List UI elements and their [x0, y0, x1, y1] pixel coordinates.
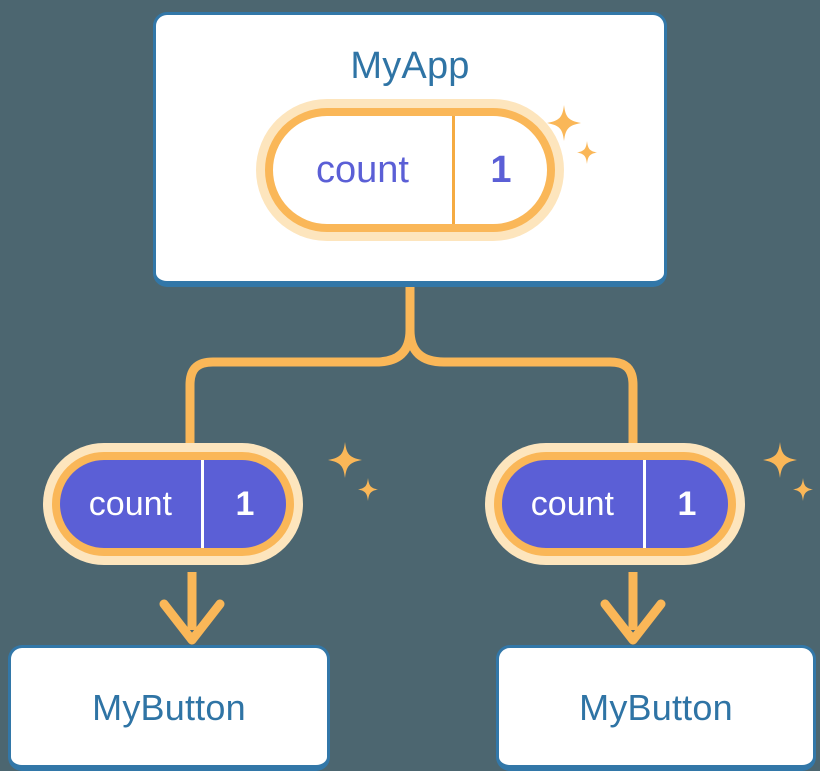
state-value-label: 1	[490, 148, 512, 191]
arrow-down-icon-left	[159, 572, 225, 645]
state-value-label: 1	[677, 484, 697, 523]
state-name-label: count	[273, 116, 455, 224]
sparkle-icon-large	[763, 442, 797, 478]
state-pill-myapp[interactable]: count 1	[265, 108, 555, 232]
state-pill-body: count 1	[265, 108, 555, 232]
state-name-label: count	[502, 460, 646, 548]
component-card-mybutton-right[interactable]: MyButton	[496, 645, 816, 771]
page-title: MyApp	[350, 45, 470, 87]
component-card-label: MyButton	[92, 687, 246, 728]
state-value-label: 1	[235, 484, 255, 523]
component-card-mybutton-left[interactable]: MyButton	[8, 645, 330, 771]
component-card-label: MyButton	[579, 687, 733, 728]
sparkle-icon-small	[793, 478, 813, 501]
state-pill-body: count 1	[52, 452, 294, 556]
branch-connector-icon-right	[405, 329, 638, 450]
state-name-label: count	[60, 460, 204, 548]
state-pill-body: count 1	[494, 452, 736, 556]
state-pill-mybutton-right[interactable]: count 1	[494, 452, 736, 556]
branch-connector-icon-left	[185, 329, 415, 450]
arrow-down-icon-right	[600, 572, 666, 645]
sparkle-icon	[763, 442, 813, 501]
state-pill-mybutton-left[interactable]: count 1	[52, 452, 294, 556]
sparkle-icon	[328, 442, 378, 501]
sparkle-icon-large	[328, 442, 362, 478]
sparkle-icon-small	[358, 478, 378, 501]
